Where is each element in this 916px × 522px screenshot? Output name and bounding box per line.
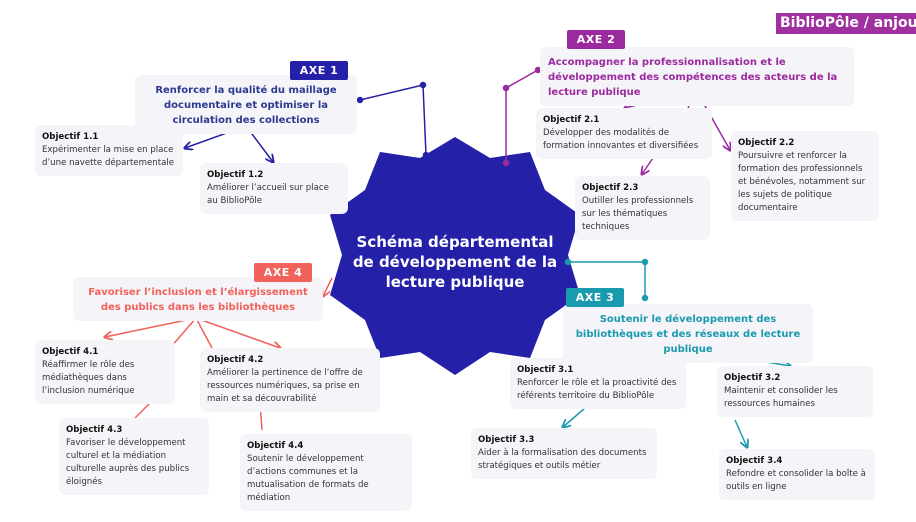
objective-label: Objectif 3.4	[726, 456, 783, 466]
objective-label: Objectif 3.3	[478, 435, 535, 445]
objective-text: Maintenir et consolider les ressources h…	[724, 386, 838, 409]
axe4-title: Favoriser l’inclusion et l’élargissement…	[73, 277, 323, 321]
objective-label: Objectif 4.3	[66, 425, 123, 435]
objective-text: Outiller les professionnels sur les thém…	[582, 196, 694, 232]
objective-label: Objectif 3.2	[724, 373, 781, 383]
objective-label: Objectif 2.1	[543, 115, 600, 125]
objective-text: Refondre et consolider la boîte à outils…	[726, 469, 866, 492]
objective-label: Objectif 2.3	[582, 183, 639, 193]
center-title: Schéma départemental de développement de…	[352, 233, 558, 291]
objective-label: Objectif 2.2	[738, 138, 795, 148]
objective-text: Améliorer la pertinence de l’offre de re…	[207, 368, 363, 404]
objective-text: Développer des modalités de formation in…	[543, 128, 699, 151]
axe4-badge: AXE 4	[254, 263, 312, 282]
axe2-badge: AXE 2	[567, 30, 625, 49]
objective-text: Poursuivre et renforcer la formation des…	[738, 151, 866, 213]
objective-text: Aider à la formalisation des documents s…	[478, 448, 647, 471]
axe1-title: Renforcer la qualité du maillage documen…	[135, 75, 357, 134]
objective-label: Objectif 4.2	[207, 355, 264, 365]
objective-text: Soutenir le développement d’actions comm…	[247, 454, 369, 503]
objective-text: Renforcer le rôle et la proactivité des …	[517, 378, 677, 401]
objective-label: Objectif 4.4	[247, 441, 304, 451]
objective-label: Objectif 1.2	[207, 170, 264, 180]
axe3-title: Soutenir le développement des bibliothèq…	[563, 304, 813, 363]
objective-text: Améliorer l’accueil sur place au BiblioP…	[207, 183, 329, 206]
objective-text: Réaffirmer le rôle des médiathèques dans…	[42, 360, 135, 396]
objective-label: Objectif 1.1	[42, 132, 99, 142]
objective-label: Objectif 4.1	[42, 347, 99, 357]
axe2-title: Accompagner la professionnalisation et l…	[540, 47, 854, 106]
bibliopole-anjou-logo: BiblioPôle / anjou	[776, 13, 916, 34]
axe3-badge: AXE 3	[566, 288, 624, 307]
axe1-badge: AXE 1	[290, 61, 348, 80]
objective-text: Expérimenter la mise en place d’une nave…	[42, 145, 175, 168]
objective-label: Objectif 3.1	[517, 365, 574, 375]
objective-text: Favoriser le développement culturel et l…	[66, 438, 190, 487]
